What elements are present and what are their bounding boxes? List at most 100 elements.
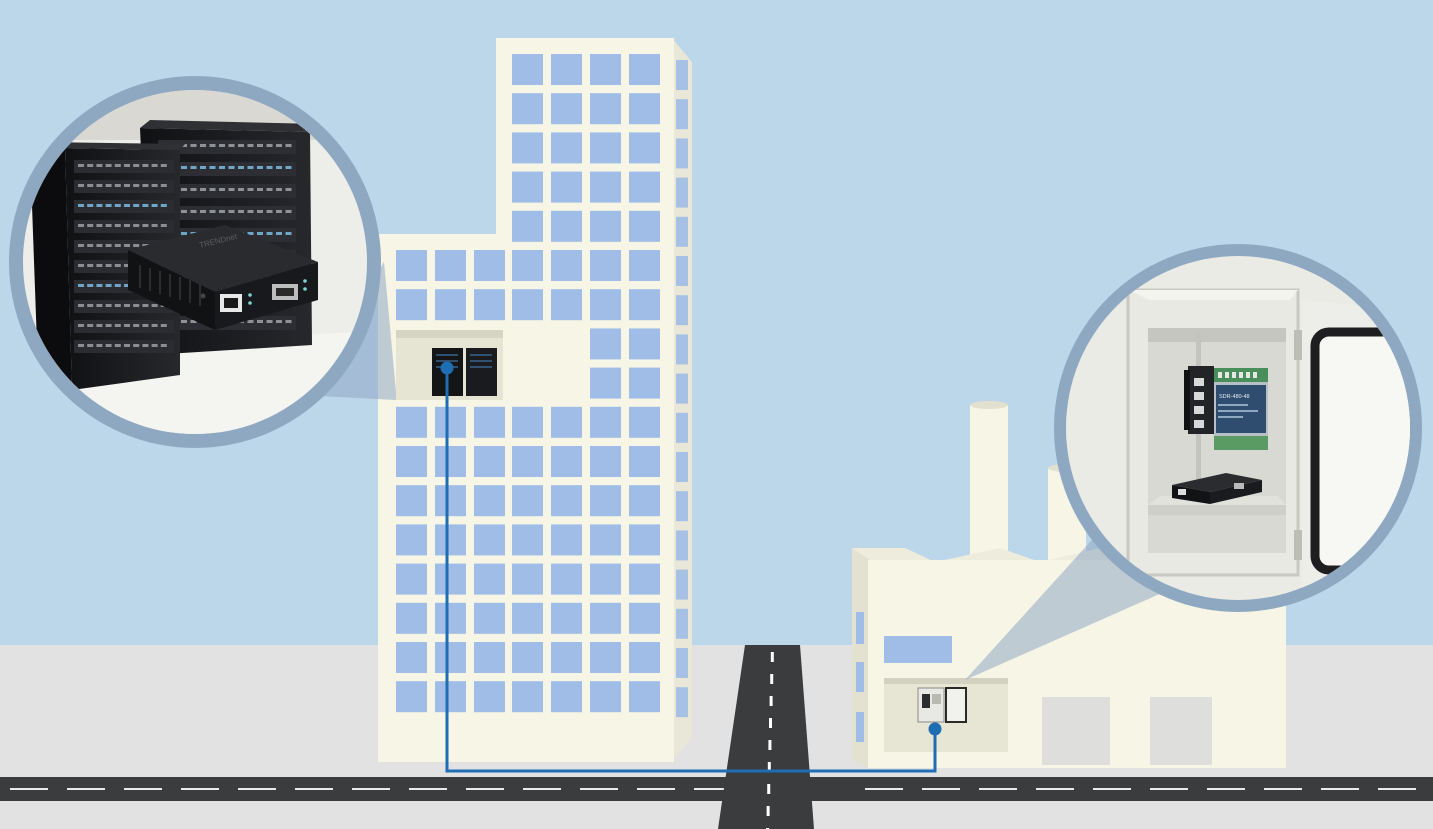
rack-port xyxy=(210,210,216,213)
rack-port xyxy=(78,224,84,227)
rack-port xyxy=(257,320,263,323)
tower-window xyxy=(396,446,427,477)
rack-port xyxy=(257,188,263,191)
tower-window xyxy=(629,368,660,399)
tower-window xyxy=(629,132,660,163)
tower-side-window xyxy=(676,609,688,639)
tower-window xyxy=(512,289,543,320)
tower-window xyxy=(435,250,466,281)
tower-window xyxy=(590,524,621,555)
tower-side-window xyxy=(676,256,688,286)
center-dash xyxy=(767,784,770,794)
factory-side-window xyxy=(856,612,864,644)
tower-side-window xyxy=(676,530,688,560)
rack-port xyxy=(238,188,244,191)
tower-window xyxy=(551,524,582,555)
tower-side-window xyxy=(676,452,688,482)
cable-endpoint-factory xyxy=(929,723,942,736)
tower-window xyxy=(396,485,427,516)
niche-shadow xyxy=(396,330,503,338)
rack-port xyxy=(96,164,102,167)
rack-port xyxy=(152,204,158,207)
rack-port xyxy=(210,166,216,169)
tower-window xyxy=(512,211,543,242)
tower-side-window xyxy=(676,413,688,443)
rack-port xyxy=(276,210,282,213)
rack-port xyxy=(142,324,148,327)
rack-port xyxy=(191,144,197,147)
lane-dash xyxy=(1207,788,1245,790)
rack-port xyxy=(115,184,121,187)
lane-dash xyxy=(1093,788,1131,790)
rack-port xyxy=(191,188,197,191)
tower-side-window xyxy=(676,138,688,168)
rack-port xyxy=(115,284,121,287)
tower-window xyxy=(435,289,466,320)
lane-dash xyxy=(865,788,903,790)
tower-window xyxy=(396,564,427,595)
rack-port xyxy=(96,284,102,287)
rack-port xyxy=(267,144,273,147)
rack-port xyxy=(96,204,102,207)
tower-window xyxy=(590,211,621,242)
tower-window xyxy=(629,564,660,595)
center-dash xyxy=(769,718,772,728)
rack-port xyxy=(78,304,84,307)
psu-label: SDR-480-48 xyxy=(1219,394,1250,400)
rack-port xyxy=(106,184,112,187)
tower-side-windows xyxy=(676,60,688,717)
lane-dash xyxy=(979,788,1017,790)
tower-window xyxy=(396,642,427,673)
rack-port xyxy=(142,164,148,167)
tower-side-window xyxy=(676,570,688,600)
lane-dash xyxy=(352,788,390,790)
tower-window xyxy=(629,172,660,203)
center-dash xyxy=(770,696,773,706)
rack-port xyxy=(286,188,292,191)
tower-window xyxy=(512,524,543,555)
tower-window xyxy=(435,642,466,673)
rack-port xyxy=(115,244,121,247)
factory-side-window xyxy=(856,712,864,742)
rack-port xyxy=(248,166,254,169)
lane-dash xyxy=(1264,788,1302,790)
lane-dash xyxy=(67,788,105,790)
rack-port xyxy=(200,188,206,191)
tower-window xyxy=(435,485,466,516)
rack-port xyxy=(78,264,84,267)
tower-window xyxy=(551,250,582,281)
tower-window xyxy=(629,250,660,281)
rack-port xyxy=(133,244,139,247)
tower-window xyxy=(629,446,660,477)
tower-window xyxy=(435,524,466,555)
rack-port xyxy=(124,184,130,187)
tower-side-window xyxy=(676,295,688,325)
rack-port xyxy=(161,184,167,187)
tower-window xyxy=(590,132,621,163)
tower-window xyxy=(474,250,505,281)
center-dash xyxy=(771,652,774,662)
enclosure-shelf xyxy=(1148,505,1286,515)
tower-window xyxy=(590,368,621,399)
tower-window xyxy=(512,132,543,163)
rack-port xyxy=(96,324,102,327)
lane-dash xyxy=(466,788,504,790)
rack-port xyxy=(286,232,292,235)
tower-window xyxy=(474,524,505,555)
rack-port xyxy=(133,304,139,307)
rack-port xyxy=(267,166,273,169)
tower-window xyxy=(512,172,543,203)
rack-port xyxy=(200,166,206,169)
rack-port xyxy=(276,320,282,323)
rack-port xyxy=(181,320,187,323)
rack-port xyxy=(257,210,263,213)
rack-port xyxy=(133,324,139,327)
center-dash xyxy=(768,740,771,750)
tower-window xyxy=(551,211,582,242)
rack-port xyxy=(276,166,282,169)
tower-window xyxy=(396,289,427,320)
rack-port xyxy=(276,232,282,235)
tower-window xyxy=(396,524,427,555)
rack-port xyxy=(87,264,93,267)
rack-port xyxy=(161,344,167,347)
